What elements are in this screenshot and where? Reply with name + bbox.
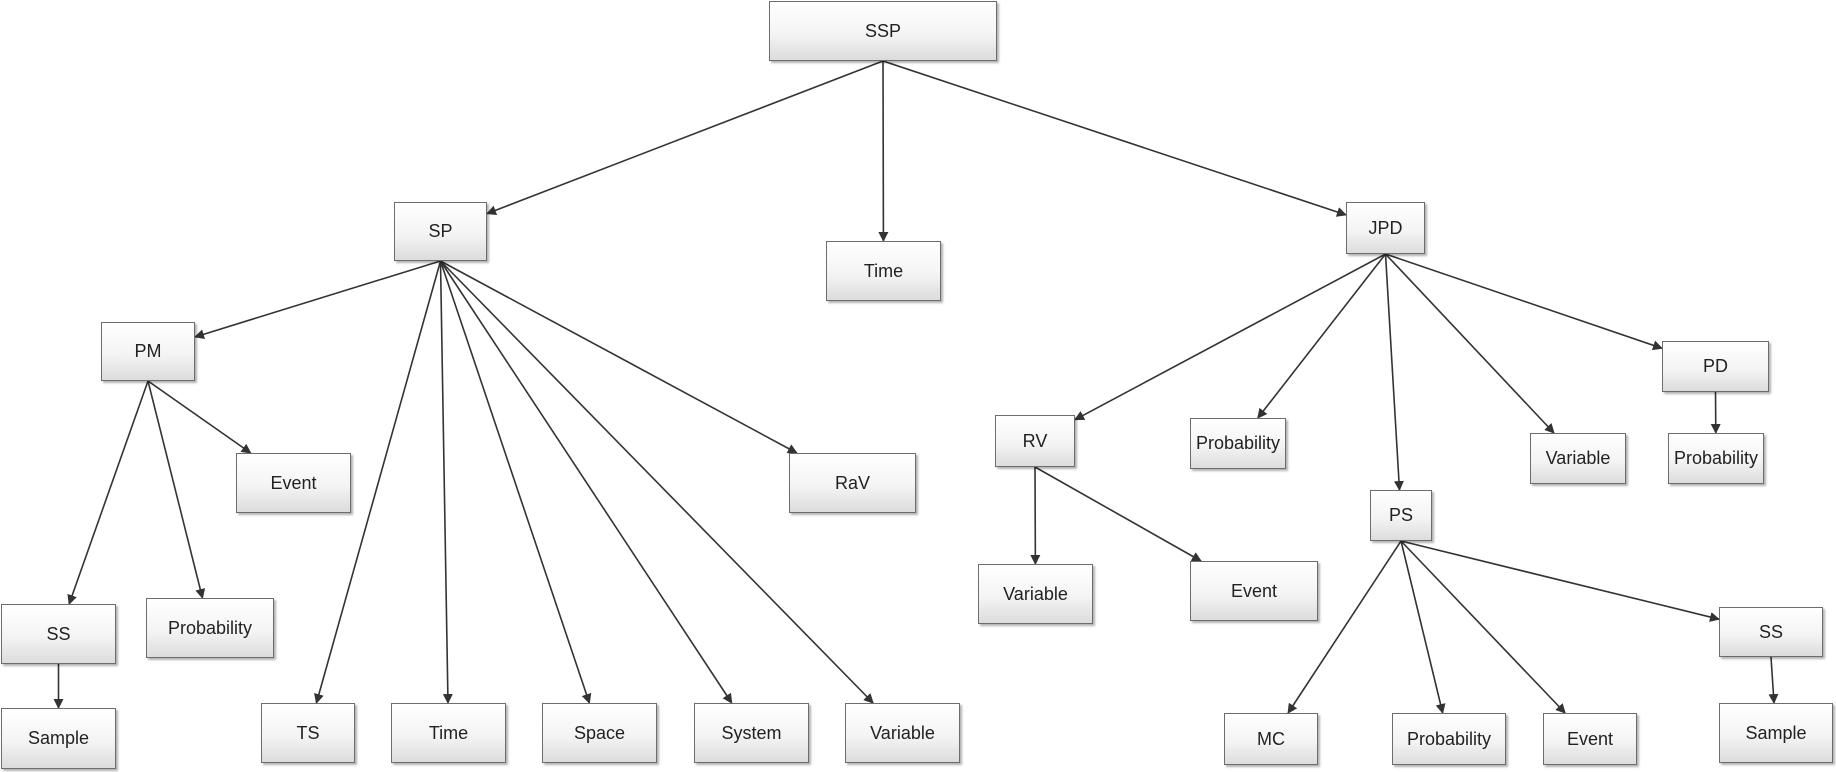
edge-sp-to-system (439, 260, 733, 704)
node-ss-ps: SS (1719, 607, 1823, 657)
edge-ps-to-event_ps (1400, 540, 1566, 714)
edge-sp-to-pm (194, 260, 441, 340)
node-sp: SP (394, 202, 487, 261)
node-ts: TS (261, 703, 355, 763)
node-variable-sp: Variable (845, 703, 960, 763)
edge-ssp-to-jpd (882, 60, 1347, 217)
node-ss-pm: SS (1, 604, 116, 664)
node-rav: RaV (789, 453, 916, 513)
node-probability-ps: Probability (1392, 713, 1506, 765)
node-ps: PS (1370, 490, 1432, 541)
edge-sp-to-variable_sp (439, 260, 874, 704)
node-event-ps: Event (1543, 713, 1637, 765)
edge-ps-to-mc (1287, 540, 1402, 714)
node-system: System (694, 703, 809, 763)
edge-sp-to-space (439, 260, 592, 704)
edge-jpd-to-ps (1384, 253, 1404, 491)
edge-ps-to-ss_ps (1400, 540, 1720, 622)
node-pm: PM (101, 322, 195, 381)
node-time-root: Time (826, 241, 941, 301)
node-rv: RV (995, 415, 1075, 467)
node-sample-pm: Sample (1, 708, 116, 769)
edge-jpd-to-variable_jpd (1384, 253, 1555, 434)
node-probability-pd: Probability (1668, 433, 1764, 484)
edge-ps-to-probability_ps (1400, 540, 1446, 714)
edge-ss_ps-to-sample_ps (1768, 656, 1779, 704)
node-sample-ps: Sample (1719, 703, 1833, 763)
node-pd: PD (1662, 341, 1769, 392)
node-probability-pm: Probability (146, 598, 274, 658)
edge-ssp-to-sp (486, 60, 884, 216)
node-event-pm: Event (236, 453, 351, 513)
edge-sp-to-rav (440, 260, 798, 454)
edge-jpd-to-rv (1074, 253, 1386, 421)
edge-pm-to-probability_pm (147, 380, 206, 599)
edge-jpd-to-probability_jpd (1257, 253, 1387, 419)
edge-jpd-to-pd (1385, 253, 1663, 351)
edge-rv-to-event_rv (1034, 466, 1202, 562)
edge-pm-to-event_pm (147, 380, 252, 454)
edge-sp-to-time_sp (439, 260, 453, 704)
edge-sp-to-ts (314, 260, 442, 704)
node-jpd: JPD (1346, 202, 1425, 254)
node-time-sp: Time (391, 703, 506, 763)
node-probability-jpd: Probability (1190, 418, 1286, 469)
node-ssp: SSP (769, 1, 997, 61)
edge-pm-to-ss_pm (67, 380, 149, 605)
node-variable-rv: Variable (978, 564, 1093, 624)
node-variable-jpd: Variable (1530, 433, 1626, 484)
node-space: Space (542, 703, 657, 763)
node-event-rv: Event (1190, 561, 1318, 621)
node-mc: MC (1224, 713, 1318, 765)
